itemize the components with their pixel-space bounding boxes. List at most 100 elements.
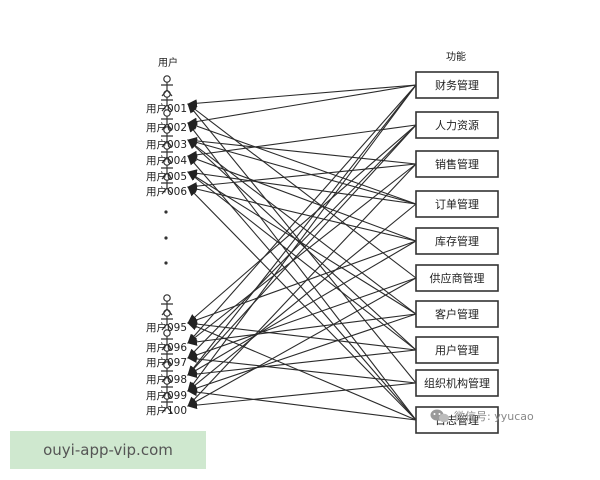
function-box-rect [415,264,499,292]
function-box: 用户管理 [415,336,499,364]
edge-arrow [187,355,417,384]
user-label: 用户005 [146,170,187,183]
site-banner: ouyi-app-vip.com [10,431,206,469]
edge-arrow [187,84,417,108]
function-box-rect [415,227,499,255]
function-box: 客户管理 [415,300,499,328]
user-label: 用户004 [146,154,187,167]
function-box-rect [415,336,499,364]
function-box: 订单管理 [415,190,499,218]
edge-arrow [187,163,417,191]
edges-layer [187,84,417,421]
edge-arrow [187,277,417,359]
user-actor-icon [161,90,173,112]
edge-arrow [187,349,417,378]
function-box: 财务管理 [415,71,499,99]
user-label: 用户095 [146,321,187,334]
user-label: 用户100 [146,404,187,417]
ellipsis [164,210,168,265]
edge-arrow [187,124,417,376]
function-label: 订单管理 [435,197,479,211]
user-actor-icon [161,126,173,148]
edge-arrow [187,155,417,242]
function-boxes: 财务管理人力资源销售管理订单管理库存管理供应商管理客户管理用户管理组织机构管理日… [415,71,499,434]
edge-arrow [187,124,417,324]
edge-arrow [187,103,417,279]
edge-arrow [187,84,417,126]
function-box: 库存管理 [415,227,499,255]
edge-arrow [187,203,417,392]
function-label: 客户管理 [435,307,479,321]
user-actor-icon [161,75,173,97]
function-label: 销售管理 [435,157,479,171]
user-actor-icon [161,329,173,351]
function-box-rect [415,71,499,99]
function-box-rect [415,150,499,178]
function-label: 人力资源 [435,118,479,132]
function-box: 日志管理 [415,406,499,434]
function-box-rect [415,369,499,397]
user-label: 用户099 [146,389,187,402]
edge-arrow [187,277,417,407]
user-label: 用户097 [146,356,187,369]
edge-arrow [187,186,417,421]
user-label: 用户006 [146,185,187,198]
edge-arrow [187,322,417,421]
user-actor-icon [161,309,173,331]
edge-arrow [187,84,417,392]
edge-arrow [187,139,417,351]
user-actor-icon [161,109,173,131]
function-label: 财务管理 [435,78,479,92]
edge-arrow [187,320,417,351]
function-label: 组织机构管理 [424,376,490,390]
watermark-text: 微信号: yyucao [454,409,534,423]
edge-arrow [187,136,417,165]
edge-arrow [187,382,417,410]
user-label: 用户003 [146,138,187,151]
user-label: 用户098 [146,373,187,386]
edge-arrow [187,124,417,359]
edge-arrow [187,240,417,324]
site-banner-text: ouyi-app-vip.com [43,441,173,459]
edge-arrow [187,169,417,205]
function-box-rect [415,190,499,218]
user-actor-icon [161,173,173,195]
edge-arrow [187,171,417,351]
user-actor-icon [161,142,173,164]
function-box: 组织机构管理 [415,369,499,397]
function-box-rect [415,300,499,328]
user-label: 用户001 [146,102,187,115]
edge-arrow [187,84,417,376]
actors-layer [161,75,173,414]
edge-arrow [187,103,417,384]
edge-arrow [187,313,417,346]
edge-arrow [187,138,417,205]
function-box: 销售管理 [415,150,499,178]
function-label: 供应商管理 [430,271,485,285]
function-label: 库存管理 [435,234,479,248]
user-label: 用户002 [146,121,187,134]
edge-arrow [187,388,417,421]
function-box-rect [415,406,499,434]
function-label: 用户管理 [435,343,479,357]
edge-arrow [187,155,417,421]
user-label: 用户096 [146,341,187,354]
edge-arrow [187,122,417,205]
wechat-icon [430,409,449,423]
function-box-rect [415,111,499,139]
functions-header: 功能 [446,50,466,63]
user-actor-icon [161,377,173,399]
users-header: 用户 [158,56,178,69]
edge-arrow [187,240,417,376]
user-actor-icon [161,344,173,366]
edge-arrow [187,122,417,421]
user-actor-icon [161,158,173,180]
edge-arrow [187,185,417,242]
user-actor-icon [161,392,173,414]
edge-arrow [187,163,417,407]
edge-arrow [187,313,417,392]
user-labels: 用户001 用户002 用户003 用户004 用户005 用户006 用户095 用户096… [146,102,187,417]
watermark: 微信号: yyucao [430,409,534,423]
function-box: 人力资源 [415,111,499,139]
